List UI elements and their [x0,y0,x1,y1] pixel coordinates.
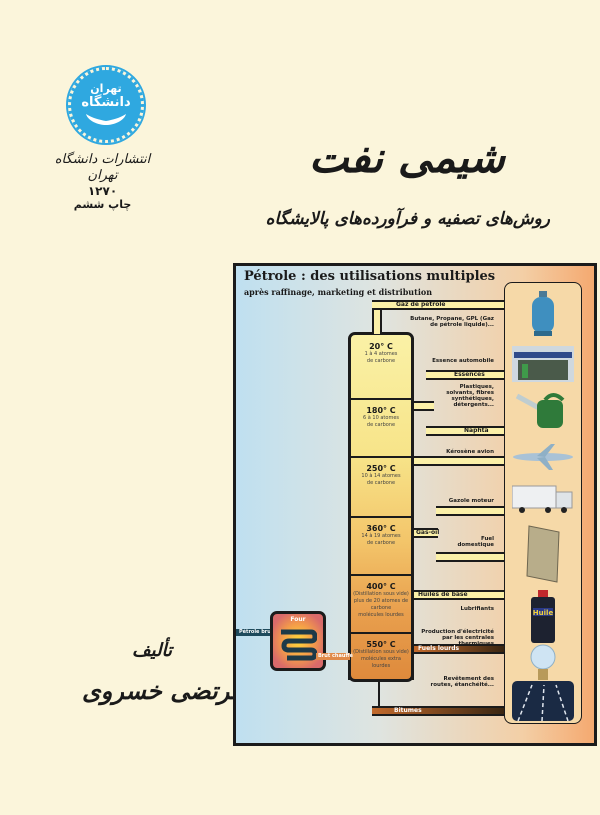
label-huiles: Huiles de base [418,591,468,598]
stage-temp: 400° C [366,582,396,591]
pipe-fuel [436,552,504,562]
diagram-subtitle: après raffinage, marketing et distributi… [244,287,433,297]
gas-riser [372,304,382,334]
label-petrole-brut: Pétrole brut [239,629,274,635]
stage-desc: (Distillation sous vide) [353,591,409,597]
pipe-gazole [436,506,504,516]
label-gaz: Gaz de pétrole [396,301,446,308]
pipe-essences [426,370,504,380]
pipe-brut-chauffe [316,653,350,660]
label-gasoil: Gas-oil [416,529,440,536]
stage-desc: 6 à 10 atomes [362,415,399,421]
radiator-icon [511,523,575,585]
university-logo: تهران دانشگاه [66,65,146,145]
university-seal-icon: تهران دانشگاه [77,76,135,134]
stage-temp: 360° C [366,524,396,533]
bitumes-drop [378,679,380,709]
label-essence-auto: Essence automobile [432,358,494,364]
stage-desc: 14 à 19 atomes [361,533,401,539]
pipe-gasoil [414,528,438,538]
stage-250: 250° C 10 à 14 atomes de carbone [348,460,414,510]
highway-icon [511,681,575,721]
stage-desc: de carbone [366,358,396,364]
label-gazole: Gazole moteur [448,498,494,504]
products-panel: Huile [504,282,582,724]
pipe-fuels-lourds [414,644,504,654]
stage-temp: 180° C [366,406,396,415]
gas-station-icon [511,345,575,383]
tray [348,632,414,634]
pipe-huiles [414,590,504,600]
furnace: Four [270,611,326,671]
label-lubrifiants: Lubrifiants [460,606,494,612]
book-title: شیمی نفت [309,133,505,182]
svg-text:Huile: Huile [533,609,554,617]
wings-icon [86,114,126,125]
oil-bottle-icon: Huile [511,589,575,645]
diagram-title: Pétrole : des utilisations multiples [244,269,496,284]
stage-desc: de carbone [366,540,396,546]
stage-desc: de carbone [366,422,396,428]
label-routes: Revêtement des routes, étanchéité... [430,676,494,688]
stage-400: 400° C (Distillation sous vide) plus de … [348,578,414,630]
stage-desc: de carbone [366,480,396,486]
stage-20: 20° C 1 à 4 atomes de carbone [348,338,414,388]
stage-desc: molécules lourdes [358,612,404,618]
publication-number: ۱۲۷۰ [87,184,118,198]
truck-icon [511,481,575,517]
refinery-diagram: Pétrole : des utilisations multiples apr… [233,263,597,746]
pipe-gaz [372,300,504,310]
stage-temp: 250° C [366,464,396,473]
pipe-bitumes [372,706,504,716]
label-naphta: Naphta [464,427,489,434]
stage-desc: (Distillation sous vide) [353,649,409,655]
stage-desc: molécules extra lourdes [361,656,401,669]
label-gaz-uses: Butane, Propane, GPL (Gaz de pétrole liq… [410,316,494,328]
stage-temp: 550° C [366,640,396,649]
stage-desc: 10 à 14 atomes [361,473,401,479]
label-plastics: Plastiques, solvants, fibres synthétique… [446,384,494,408]
distillation-column [348,332,414,682]
logo-text-top: تهران [90,82,122,95]
light-bulb-icon [511,643,575,683]
stage-temp: 20° C [369,342,393,351]
pipe-kerosene [414,456,504,466]
pipe-naphta [426,426,504,436]
stage-360: 360° C 14 à 19 atomes de carbone [348,520,414,570]
label-essences: Essences [454,371,485,378]
label-fuels-lourds: Fuels lourds [418,645,460,652]
stage-550: 550° C (Distillation sous vide) molécule… [348,636,414,680]
pipe-naphta-branch [414,401,434,411]
tray [348,456,414,458]
logo-text-main: دانشگاه [81,95,131,110]
gas-cylinder-icon [511,289,575,339]
tray [348,398,414,400]
book-subtitle: روش‌های تصفیه و فرآورده‌های پالایشگاه [265,209,550,229]
tray [348,574,414,576]
stage-desc: 1 à 4 atomes [364,351,398,357]
publisher-block: انتشارات دانشگاه تهران ۱۲۷۰ چاپ ششم [40,152,165,211]
label-brut-chauffe: Brut chauffé [318,653,353,659]
pipe-petrole-brut [236,629,286,636]
airplane-icon [511,439,575,475]
label-fuel: Fuel domestique [457,536,494,548]
watering-can-icon [511,389,575,431]
stage-desc: plus de 20 atomes de carbone [353,598,409,611]
publisher-name: انتشارات دانشگاه تهران [54,152,151,183]
author-label: تألیف [132,640,173,661]
heating-coil-icon [281,629,317,661]
furnace-label: Four [290,616,306,623]
stage-180: 180° C 6 à 10 atomes de carbone [348,402,414,452]
tray [348,516,414,518]
label-bitumes: Bitumes [394,707,422,714]
label-kerosene: Kérosène avion [446,449,494,455]
edition: چاپ ششم [73,198,132,211]
